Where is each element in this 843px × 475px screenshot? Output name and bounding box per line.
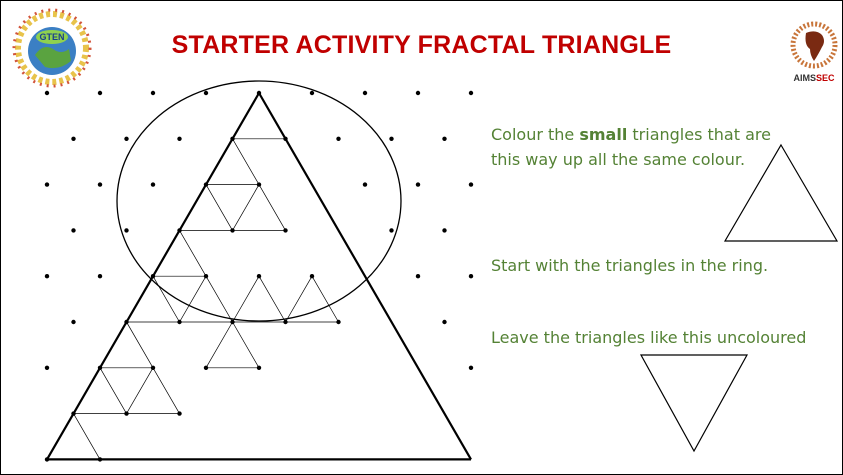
logo-caption-main: AIMS [793,73,816,83]
grid-dot [415,274,421,279]
logo-figures [12,8,92,88]
grid-dot [336,136,341,141]
grid-dot [124,136,129,141]
grid-dot [415,182,421,187]
lattice-edge [311,276,339,323]
grid-dot [468,274,474,279]
lattice-edge [99,367,127,414]
grid-dot [44,182,50,187]
grid-dot [468,90,474,96]
grid-dot [415,90,421,96]
page-title: STARTER ACTIVITY FRACTAL TRIANGLE [171,31,672,59]
lattice-edge [205,321,233,368]
grid-dot [44,90,50,96]
grid-dot [71,228,76,233]
outer-edge [258,92,472,460]
grid-dot [362,182,368,187]
grid-dot [71,136,76,141]
grid-dot [468,365,474,370]
lattice-edge [258,184,286,231]
grid-dot [442,228,447,233]
grid-dot [71,319,76,325]
logo-caption: AIMSSEC [788,73,840,83]
gten-logo: GTEN [12,8,92,88]
lattice-edge [258,276,286,323]
lattice-edge [232,184,260,231]
grid-dot [97,90,103,96]
lattice-edge [232,138,260,185]
lattice-edge [152,367,180,414]
grid-dot [150,182,156,187]
instruction-text: triangles that are [627,125,771,144]
grid-dot [362,90,368,96]
grid-dot [150,90,156,96]
grid-dot [97,182,103,187]
lattice-edge [126,367,154,414]
grid-dot [468,182,474,187]
grid-dot [389,228,394,233]
instruction-leave: Leave the triangles like this uncoloured [491,328,807,347]
grid-dot [309,90,315,96]
lattice-edge [73,413,101,460]
grid-dot [97,274,103,279]
africa-icon [790,21,838,69]
lattice-edge [232,321,260,368]
ring [116,80,402,322]
grid-dot [177,136,182,141]
logo-text: GTEN [39,32,64,42]
outer-edge [46,92,260,460]
grid-dot [442,136,447,141]
lattice-edge [179,230,207,277]
grid-dot [442,319,447,325]
aimssec-logo: AIMSSEC [788,21,840,85]
grid-dot [203,90,209,96]
grid-dot [44,274,50,279]
lattice-edge [205,184,233,231]
lattice-edge [126,321,154,368]
triangle-up-icon [723,143,839,242]
instruction-text: Colour the [491,125,580,144]
instruction-line-1: Colour the small triangles that are [491,123,771,147]
lattice-edge [232,276,260,323]
lattice-edge [152,276,180,323]
grid-dot [124,228,129,233]
lattice-edge [179,276,207,323]
instruction-bold-word: small [579,125,628,144]
instruction-ring: Start with the triangles in the ring. [491,256,769,275]
lattice-edge [205,276,233,323]
logo-caption-accent: SEC [815,73,835,83]
lattice-edge [285,276,313,323]
grid-dot [44,365,50,370]
triangle-lattice [46,92,339,460]
triangle-down-icon [639,354,749,453]
grid-dot [389,136,394,141]
outer-triangle [46,92,472,461]
instruction-line-2: this way up all the same colour. [491,150,746,169]
